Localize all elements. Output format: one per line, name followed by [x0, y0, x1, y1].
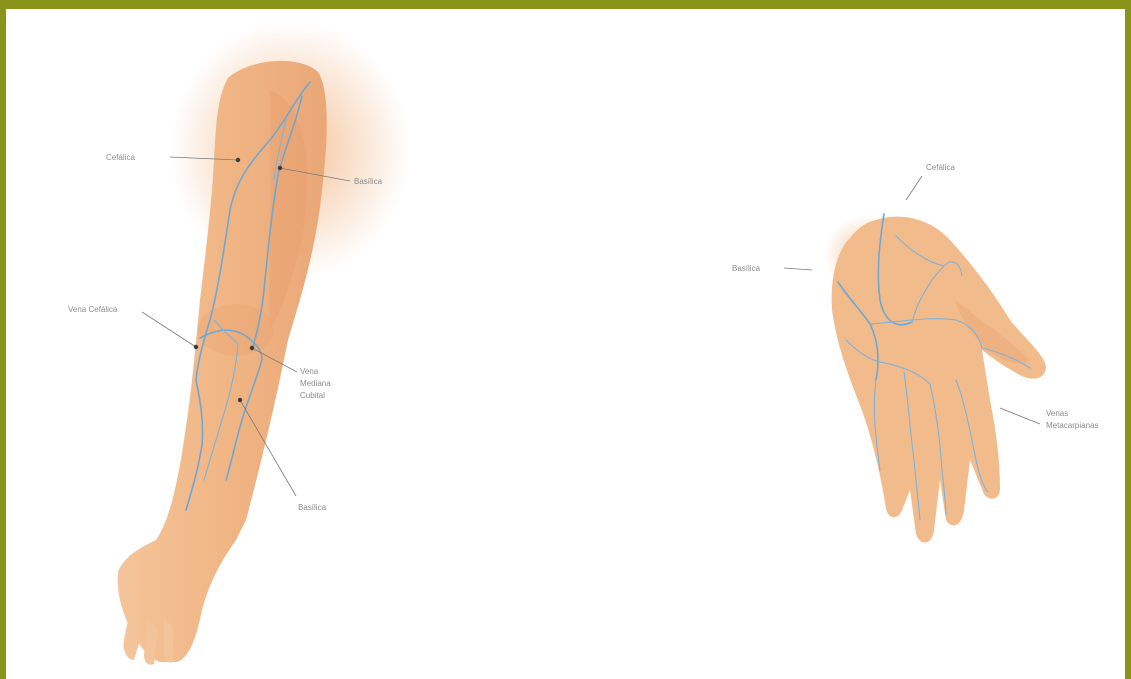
- dot-vena-cefalica: [194, 345, 198, 349]
- label-basilica-lower: Basílica: [298, 503, 327, 512]
- label-hand-metacarpianas-1: Venas: [1046, 409, 1068, 418]
- dot-vena-mediana: [250, 346, 254, 350]
- dot-cefalica-upper: [236, 158, 240, 162]
- dot-basilica-lower: [238, 398, 242, 402]
- hand-skin: [832, 217, 1046, 543]
- leader-hand-metacarpianas: [1000, 408, 1040, 424]
- label-vena-mediana-1: Vena: [300, 367, 319, 376]
- leader-vena-cefalica: [142, 312, 196, 347]
- label-basilica-upper: Basílica: [354, 177, 383, 186]
- label-hand-cefalica: Cefálica: [926, 163, 955, 172]
- label-vena-mediana-3: Cubital: [300, 391, 325, 400]
- label-vena-cefalica: Vena Cefálica: [68, 305, 118, 314]
- leader-hand-cefalica: [906, 176, 922, 200]
- arm-illustration: Cefálica Basílica Vena Cefálica Vena Med…: [68, 20, 410, 665]
- label-vena-mediana-2: Mediana: [300, 379, 331, 388]
- leader-hand-basilica: [784, 268, 812, 270]
- hand-illustration: Cefálica Basílica Venas Metacarpianas: [732, 163, 1098, 543]
- dot-basilica-upper: [278, 166, 282, 170]
- label-hand-metacarpianas-2: Metacarpianas: [1046, 421, 1098, 430]
- label-hand-basilica: Basílica: [732, 264, 761, 273]
- label-cefalica-upper: Cefálica: [106, 153, 135, 162]
- elbow-shadow: [198, 304, 274, 356]
